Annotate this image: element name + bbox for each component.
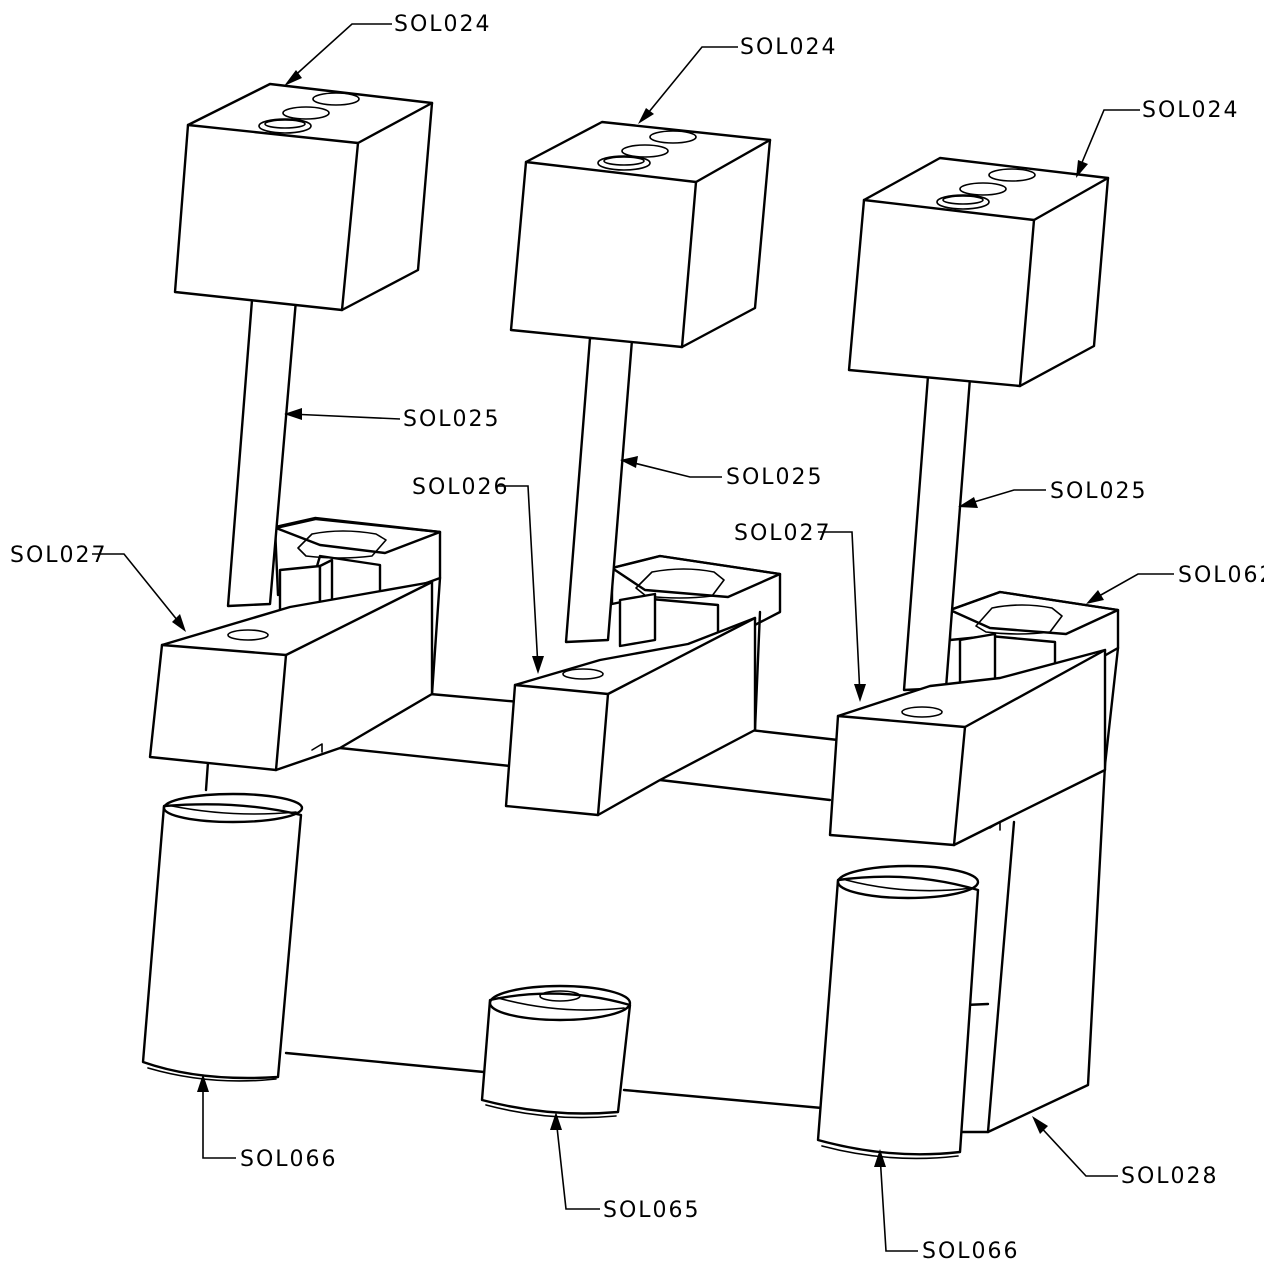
- callout-label: SOL028: [1121, 1164, 1219, 1189]
- left-unit: [148, 82, 442, 772]
- callout-label: SOL024: [394, 12, 492, 37]
- callout-label: SOL066: [240, 1147, 338, 1172]
- callout-leaders: [92, 23, 1174, 1252]
- callout-label: SOL025: [726, 465, 824, 490]
- cylinder-right: [816, 864, 980, 1160]
- callout-label: SOL026: [412, 475, 510, 500]
- callout-label: SOL024: [740, 35, 838, 60]
- callout-labels: SOL024 SOL024 SOL024 SOL025 SOL025 SOL02…: [10, 12, 1264, 1261]
- callout-label: SOL025: [403, 407, 501, 432]
- cylinder-left: [141, 760, 304, 1082]
- base-plate: [284, 692, 1107, 1134]
- callout-label: SOL025: [1050, 479, 1148, 504]
- right-unit: [828, 156, 1120, 847]
- spacer-middle: [480, 984, 632, 1119]
- callout-label: SOL024: [1142, 98, 1240, 123]
- middle-unit: [504, 120, 782, 817]
- callout-label: SOL027: [10, 543, 108, 568]
- callout-label: SOL027: [734, 521, 832, 546]
- callout-label: SOL062: [1178, 563, 1264, 588]
- callout-label: SOL066: [922, 1239, 1020, 1261]
- callout-label: SOL065: [603, 1198, 701, 1223]
